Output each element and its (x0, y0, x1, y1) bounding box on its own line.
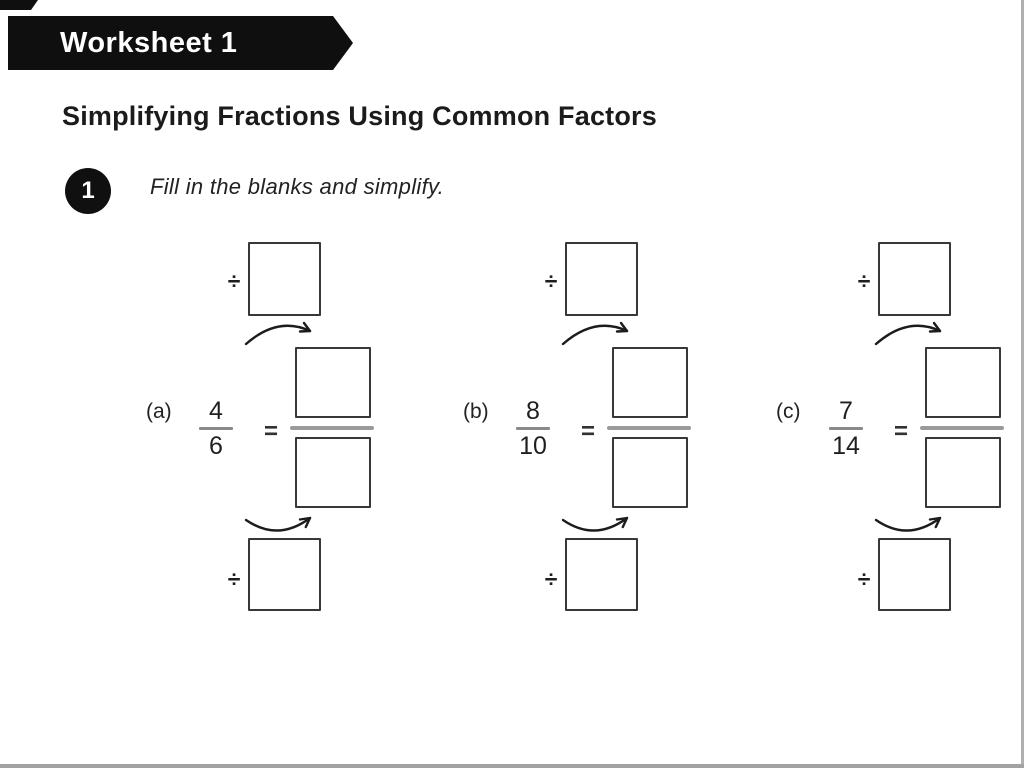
equals-sign: = (893, 418, 908, 445)
arrow-bottom-icon (244, 516, 312, 532)
banner-corner-fold (0, 0, 38, 10)
banner-ribbon (0, 0, 353, 70)
divide-sign-top: ÷ (544, 268, 558, 294)
arrow-bottom-icon (874, 516, 942, 532)
given-fraction: 7 14 (816, 398, 876, 459)
arrow-top-icon (874, 321, 942, 346)
problem-label: (a) (146, 400, 172, 423)
given-numerator: 4 (209, 397, 223, 425)
question-number: 1 (81, 177, 95, 204)
problem-a: (a) 4 6 = ÷ ÷ (140, 230, 390, 620)
divisor-top-answer-box[interactable] (248, 242, 321, 316)
problem-b: (b) 8 10 = ÷ ÷ (457, 230, 707, 620)
page-title: Simplifying Fractions Using Common Facto… (62, 101, 657, 131)
numerator-answer-box[interactable] (295, 347, 371, 418)
divisor-bottom-answer-box[interactable] (878, 538, 951, 611)
equals-sign: = (580, 418, 595, 445)
banner-title: Worksheet 1 (60, 27, 238, 59)
banner-pennant-shape (8, 16, 353, 70)
given-numerator: 8 (526, 397, 540, 425)
given-fraction: 4 6 (186, 398, 246, 459)
divide-sign-bottom: ÷ (227, 566, 241, 592)
numerator-answer-box[interactable] (612, 347, 688, 418)
given-numerator: 7 (839, 397, 853, 425)
denominator-answer-box[interactable] (295, 437, 371, 508)
given-fraction-bar (829, 427, 863, 430)
answer-fraction-bar (607, 426, 691, 430)
divide-sign-bottom: ÷ (857, 566, 871, 592)
arrow-top-icon (244, 321, 312, 346)
divisor-top-answer-box[interactable] (565, 242, 638, 316)
given-fraction: 8 10 (503, 398, 563, 459)
divisor-bottom-answer-box[interactable] (248, 538, 321, 611)
arrow-bottom-icon (561, 516, 629, 532)
divide-sign-top: ÷ (227, 268, 241, 294)
given-denominator: 10 (519, 432, 547, 460)
divisor-bottom-answer-box[interactable] (565, 538, 638, 611)
equals-sign: = (263, 418, 278, 445)
divide-sign-bottom: ÷ (544, 566, 558, 592)
answer-fraction-bar (920, 426, 1004, 430)
given-fraction-bar (516, 427, 550, 430)
instruction-text: Fill in the blanks and simplify. (150, 174, 445, 199)
denominator-answer-box[interactable] (925, 437, 1001, 508)
given-fraction-bar (199, 427, 233, 430)
window-edge-bottom (0, 764, 1024, 768)
numerator-answer-box[interactable] (925, 347, 1001, 418)
problem-label: (b) (463, 400, 489, 423)
divisor-top-answer-box[interactable] (878, 242, 951, 316)
arrow-top-icon (561, 321, 629, 346)
denominator-answer-box[interactable] (612, 437, 688, 508)
window-edge-right (1021, 0, 1024, 768)
divide-sign-top: ÷ (857, 268, 871, 294)
problem-label: (c) (776, 400, 801, 423)
given-denominator: 14 (832, 432, 860, 460)
question-number-badge: 1 (65, 168, 111, 214)
problem-c: (c) 7 14 = ÷ ÷ (770, 230, 1020, 620)
given-denominator: 6 (209, 432, 223, 460)
answer-fraction-bar (290, 426, 374, 430)
